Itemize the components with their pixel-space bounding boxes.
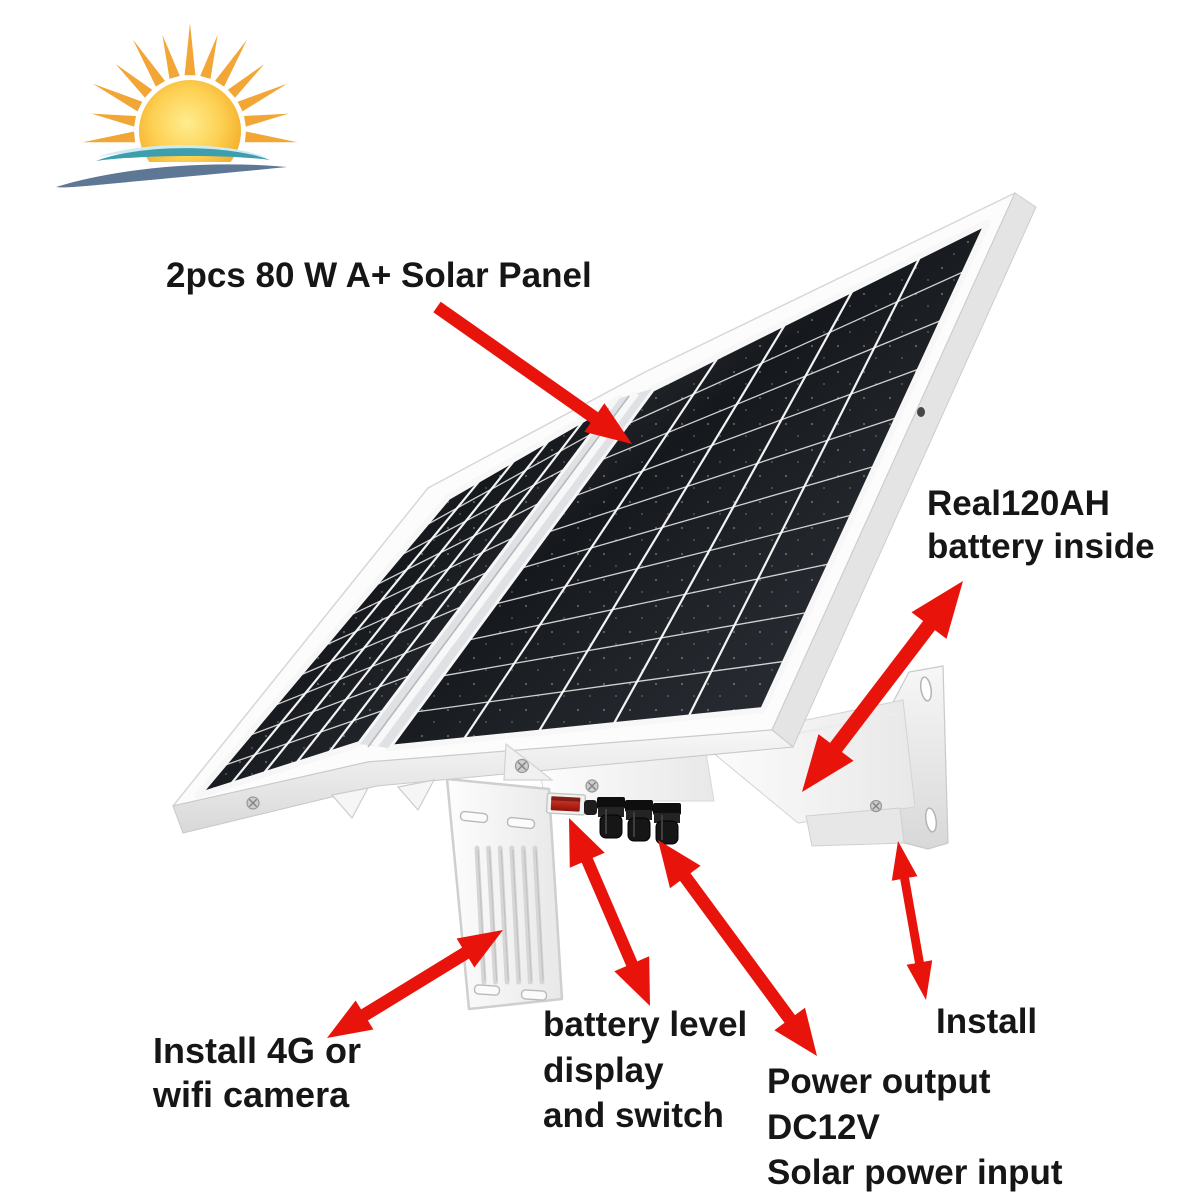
- sunrise-logo-icon: [56, 23, 298, 188]
- cable-gland-3: [653, 803, 681, 845]
- arrow-battery: [802, 581, 963, 792]
- arrow-install: [891, 841, 933, 1000]
- solar-panel: [172, 192, 1037, 834]
- label-battery-inside: Real120AH battery inside: [927, 484, 1155, 566]
- cable-gland-2: [625, 800, 653, 842]
- power-switch: [545, 792, 587, 816]
- screw: [246, 796, 260, 810]
- arrow-camera: [327, 930, 503, 1038]
- label-install-camera: Install 4G or wifi camera: [153, 1030, 362, 1115]
- arrow-solar-panel: [433, 301, 632, 444]
- label-install-bracket: Install: [936, 1002, 1038, 1041]
- screw: [869, 799, 883, 813]
- label-battery-level: battery level display and switch: [543, 1005, 748, 1135]
- cable-gland-1: [597, 797, 625, 839]
- label-power-output: Power output DC12V Solar power input: [767, 1062, 1063, 1192]
- cable-glands: [597, 797, 681, 845]
- arrow-battery-level: [569, 818, 650, 1006]
- camera-bracket: [445, 777, 564, 1011]
- switch-knob: [584, 800, 597, 815]
- label-solar-panel: 2pcs 80 W A+ Solar Panel: [166, 256, 592, 295]
- screw: [514, 758, 530, 774]
- screw: [585, 779, 599, 793]
- arrow-power: [658, 840, 817, 1056]
